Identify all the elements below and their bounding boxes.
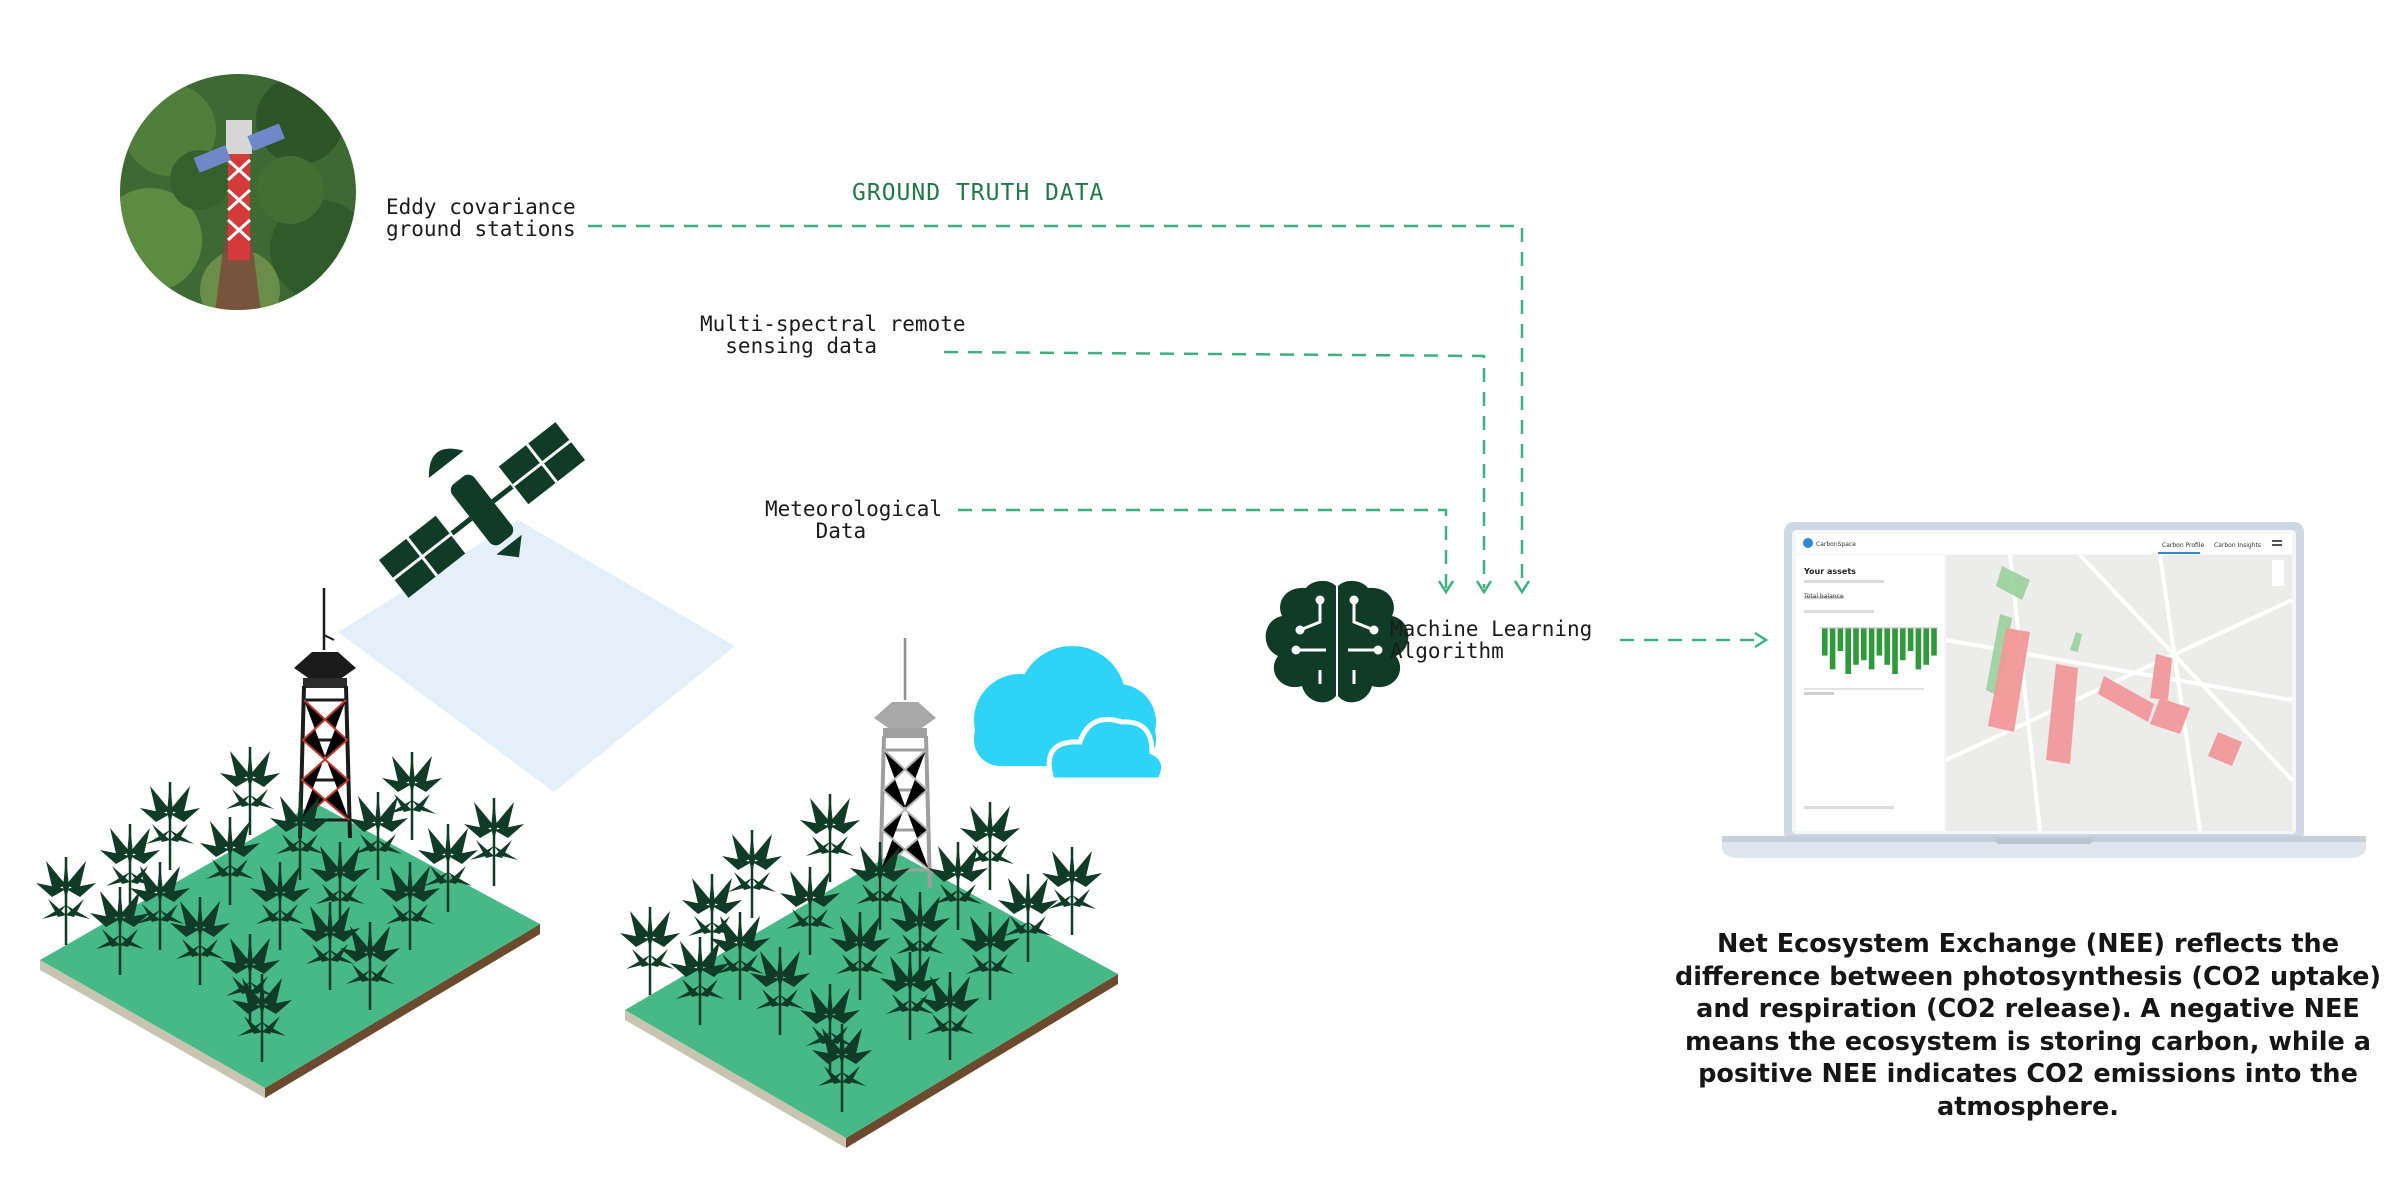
dashboard-bar-chart <box>1822 628 1937 674</box>
dashboard-brand: CarbonSpace <box>1816 541 1856 548</box>
eddy-tower-middle <box>874 638 936 889</box>
dashboard-bar <box>1884 628 1890 665</box>
dashboard-bar <box>1907 628 1914 651</box>
ground-truth-label: GROUND TRUTH DATA <box>852 180 1105 206</box>
dashboard-tab-profile[interactable]: Carbon Profile <box>2162 542 2204 549</box>
dashboard-bar <box>1892 628 1898 674</box>
dashboard-bar <box>1845 628 1851 674</box>
brain-icon <box>1265 580 1409 703</box>
dashboard-heading: Your assets <box>1803 567 1856 576</box>
meteorological-label: Meteorological Data <box>765 497 943 543</box>
dashboard-bar <box>1861 628 1867 661</box>
dashboard-bar <box>1931 628 1937 656</box>
sensor-beam <box>338 520 735 792</box>
dashboard-bar <box>1868 628 1875 670</box>
dashboard-section: Total balance <box>1803 593 1844 600</box>
dashboard-bar <box>1923 628 1929 665</box>
cloud-icon <box>974 646 1167 783</box>
ml-algorithm-label: Machine Learning Algorithm <box>1390 617 1593 663</box>
dashboard-bar <box>1900 628 1906 661</box>
tower-photo <box>120 74 356 310</box>
dashboard-bar <box>1915 628 1922 670</box>
nee-description: Net Ecosystem Exchange (NEE) reflects th… <box>1674 929 2382 1122</box>
dashboard-bar <box>1876 628 1883 656</box>
satellite-icon <box>378 422 586 598</box>
dashboard-screen: CarbonSpace Your assets Carbon Profile C… <box>1796 534 2294 832</box>
dashboard-tab-insights[interactable]: Carbon Insights <box>2214 542 2261 549</box>
dashboard-bar <box>1837 628 1844 651</box>
dashboard-bar <box>1829 628 1836 670</box>
dashboard-bar <box>1853 628 1859 665</box>
flow-connectors <box>588 224 1769 649</box>
field-middle <box>625 852 1118 1148</box>
remote-sensing-label: Multi-spectral remote sensing data <box>700 312 966 358</box>
field-left <box>40 803 540 1098</box>
eddy-tower-left <box>294 588 356 839</box>
dashboard-bar <box>1822 628 1828 656</box>
eddy-covariance-label: Eddy covariance ground stations <box>386 195 576 241</box>
